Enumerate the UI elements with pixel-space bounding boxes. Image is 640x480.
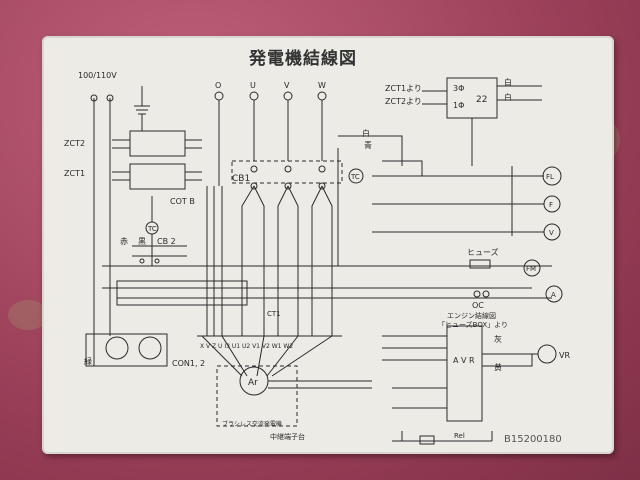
engine-note: エンジン結線図	[447, 311, 496, 320]
wire	[201, 335, 333, 377]
phase1-label: 1Φ	[453, 101, 464, 110]
wiring-diagram: 100/110V ZCT2 ZCT1 ZCT1より ZCT2より 22 3Φ 1…	[64, 71, 570, 445]
terminal-v-label: V	[284, 81, 290, 90]
ar-label: Ar	[248, 378, 258, 388]
zct1-box-label: ZCT1より	[385, 84, 422, 93]
terminal-w-label: W	[318, 81, 326, 90]
green-label: 緑	[84, 356, 92, 366]
tc2-relay	[348, 168, 364, 184]
zct1-label: ZCT1	[64, 169, 85, 178]
wire	[241, 185, 265, 336]
white-label: 白	[504, 77, 512, 87]
engine-note-fuse-box: 「ヒューズBOX」より	[438, 320, 508, 329]
zct2-block	[129, 130, 186, 157]
gray-label: 灰	[494, 334, 502, 344]
terminal-v	[283, 91, 293, 101]
cb1-breaker	[231, 160, 343, 184]
oc-terminal	[473, 290, 481, 298]
black-label: 黒	[138, 237, 146, 246]
con-label: CON1, 2	[172, 359, 205, 368]
box-22-label: 22	[476, 95, 487, 105]
diagram-title: 発電機結線図	[249, 49, 357, 69]
oc-label: OC	[472, 301, 484, 310]
terminal	[154, 258, 160, 264]
wire	[277, 185, 299, 336]
fl-label: FL	[546, 173, 554, 181]
avr-block	[446, 325, 483, 422]
wire	[93, 98, 111, 366]
a-meter	[545, 285, 563, 303]
white-label: 白	[504, 92, 512, 102]
ct1-label: CT1	[267, 310, 281, 318]
con-frame	[85, 333, 168, 367]
resistor	[419, 435, 435, 445]
con2	[138, 336, 162, 360]
wire	[382, 335, 447, 409]
v-label: V	[549, 229, 554, 237]
terminal-block	[116, 280, 248, 306]
terminal-w	[317, 91, 327, 101]
phase3-label: 3Φ	[453, 84, 464, 93]
tc1-label: TC	[147, 225, 157, 233]
wire	[112, 139, 130, 181]
f-label: F	[549, 201, 553, 209]
generator-note: ブラシレス交流発電機	[222, 420, 282, 428]
white-wire-label: 白	[362, 128, 370, 138]
ground-symbol	[134, 86, 150, 115]
drawing-number: B15200180	[504, 434, 562, 445]
cot-label: COT B	[170, 197, 195, 206]
supply-label: 100/110V	[78, 71, 117, 80]
zct1-block	[129, 163, 186, 190]
terminal-u	[249, 91, 259, 101]
wire	[206, 186, 223, 336]
wire	[337, 135, 403, 266]
terminal-u-label: U	[250, 81, 256, 90]
terminal-o-label: O	[215, 81, 221, 90]
terminal-row-labels: X V Z U I3 U1 U2 V1 V2 W1 W2	[200, 343, 293, 350]
terminal	[139, 258, 145, 264]
zct2-label: ZCT2	[64, 139, 85, 148]
stain	[8, 300, 48, 330]
tc2-label: TC	[350, 173, 360, 181]
wire	[372, 175, 544, 233]
wire	[136, 114, 148, 132]
wire	[132, 245, 187, 257]
fuse-label: ヒューズ	[467, 247, 499, 257]
wire	[422, 85, 542, 105]
fm-meter	[523, 259, 541, 277]
wire	[392, 431, 493, 442]
a-label: A	[551, 291, 556, 299]
vr-rheostat	[537, 344, 557, 364]
wire	[482, 353, 538, 367]
wire	[311, 185, 333, 336]
zct2-box-label: ZCT2より	[385, 97, 422, 106]
terminal-o	[214, 91, 224, 101]
oc-terminal	[482, 290, 490, 298]
wiring-diagram-plate: 発電機結線図	[42, 36, 614, 454]
blue-label: 青	[364, 140, 372, 150]
avr-label: A V R	[453, 356, 475, 365]
wire	[218, 100, 323, 186]
cb2-label: CB 2	[157, 237, 176, 246]
cb1-label: CB1	[232, 174, 250, 184]
yellow-label: 黄	[494, 362, 502, 372]
vr-label: VR	[559, 351, 570, 360]
wire	[185, 139, 202, 181]
wire	[382, 160, 423, 176]
con1	[105, 336, 129, 360]
fm-label: FM	[526, 265, 536, 273]
relay-note: 中継端子台	[270, 432, 305, 441]
fuse	[469, 259, 491, 269]
rel-label: Rel	[454, 432, 465, 440]
red-label: 赤	[120, 237, 128, 246]
